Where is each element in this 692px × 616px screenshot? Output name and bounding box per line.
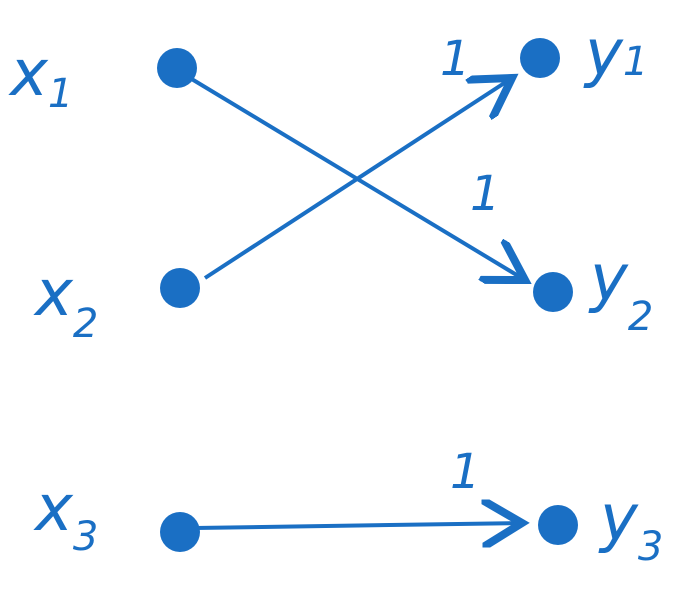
weight-x2-y1: 1 [440, 31, 471, 87]
weight-x1-y2: 1 [470, 166, 501, 222]
node-x1 [157, 48, 197, 88]
edge-x2-y1 [203, 78, 512, 280]
edge-x3-y3 [194, 523, 522, 528]
label-x3: x3 [33, 472, 98, 560]
node-y2 [533, 272, 573, 312]
label-x2: x2 [33, 257, 98, 347]
label-y3: y3 [598, 482, 663, 570]
label-y2: y2 [588, 242, 653, 340]
label-y1: y1 [583, 17, 648, 91]
node-y1 [520, 38, 560, 78]
node-x2 [160, 268, 200, 308]
label-x1: x1 [8, 37, 73, 117]
weight-x3-y3: 1 [450, 444, 481, 500]
node-y3 [538, 505, 578, 545]
node-x3 [160, 512, 200, 552]
